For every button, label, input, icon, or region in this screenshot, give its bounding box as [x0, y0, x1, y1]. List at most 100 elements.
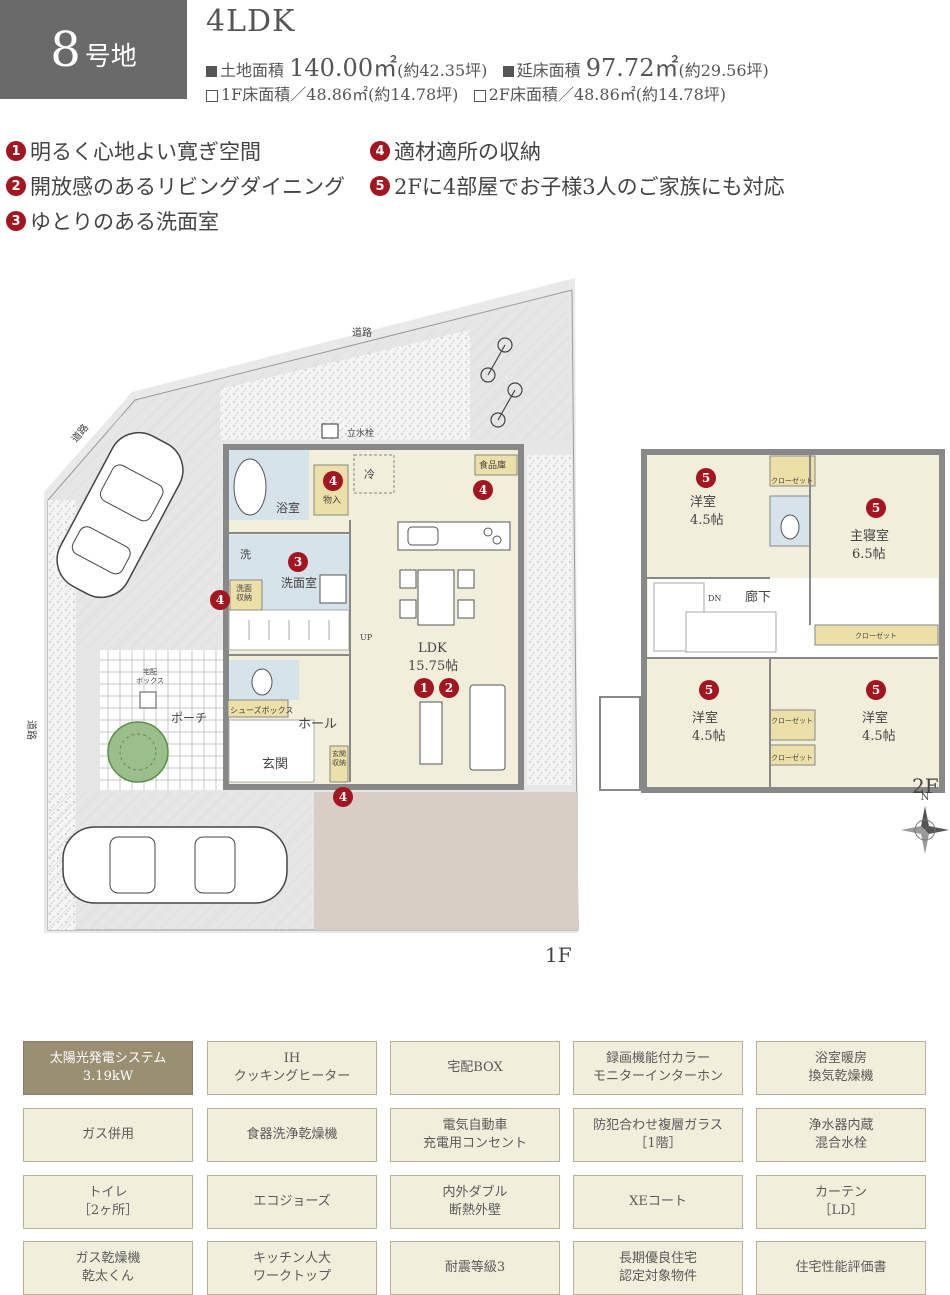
pantry-label: 食品庫 [479, 459, 506, 471]
marker-circle [866, 498, 886, 518]
entrance-label: 玄関 [262, 757, 288, 772]
marker-circle [439, 678, 459, 698]
equipment-item: エコジョーズ [207, 1175, 377, 1229]
master-label: 主寝室 [850, 528, 889, 544]
marker-circle [210, 590, 230, 610]
chair-icon [457, 599, 475, 619]
toilet-icon [251, 668, 273, 696]
washbasin-icon [319, 574, 347, 604]
dining-table [417, 569, 455, 626]
water-tap-label: 立水栓 [347, 427, 374, 439]
sink-icon [407, 526, 439, 546]
feature-number: 1 [6, 141, 26, 161]
delivery-box-label-box: 宅配 ボックス [136, 668, 164, 685]
room-nw-label: 洋室 [690, 494, 716, 510]
feature-number: 4 [370, 141, 390, 161]
feature-number: 5 [370, 176, 390, 196]
land-area-tsubo: (約42.35坪) [397, 61, 488, 80]
equipment-item: 食器洗浄乾燥機 [207, 1108, 377, 1162]
entrance-floor [228, 719, 315, 783]
compass-north-label: N [921, 792, 930, 803]
closet-nw [769, 455, 816, 487]
closet-master [814, 624, 939, 646]
room-se-label: 洋室 [862, 710, 888, 726]
floor2-area: 2F床面積／48.86㎡(約14.78坪) [488, 85, 727, 104]
closet-label-master: クローゼット [855, 631, 897, 640]
lot-number: 8 [50, 21, 81, 78]
marker-1: 1 [420, 681, 428, 695]
low-table [419, 701, 443, 765]
up-label: UP [360, 633, 373, 642]
marker-circle [473, 480, 493, 500]
feature-text: 2Fに4部屋でお子様3人のご家族にも対応 [394, 175, 785, 199]
ldk-size: 15.75帖 [408, 659, 458, 674]
porch-label: ポーチ [171, 711, 207, 725]
fridge-label: 冷 [364, 468, 375, 481]
feature-markers-2f: 5 5 5 5 [696, 468, 886, 700]
marker-4: 4 [339, 790, 347, 804]
bathtub-icon [233, 458, 267, 516]
equipment-item: 宅配BOX [390, 1041, 560, 1095]
feature-number: 3 [6, 211, 26, 231]
equipment-item: 住宅性能評価書 [756, 1241, 926, 1295]
floor1-area: 1F床面積／48.86㎡(約14.78坪) [221, 85, 459, 104]
marker-circle [866, 680, 886, 700]
equipment-item: XEコート [573, 1175, 743, 1229]
room-se-size: 4.5帖 [862, 729, 896, 744]
feature-text: ゆとりのある洗面室 [30, 210, 219, 234]
marker-5: 5 [872, 683, 880, 697]
feature-text: 明るく心地よい寛ぎ空間 [30, 140, 261, 164]
feature-text: 適材適所の収納 [394, 140, 541, 164]
closet-sw [769, 709, 816, 741]
plan-type: 4LDK [206, 4, 296, 39]
road-label-top: 道路 [352, 326, 372, 339]
lot-suffix: 号地 [84, 42, 137, 72]
car-icon [56, 431, 184, 599]
gravel-strip-right [527, 455, 572, 785]
room-nw-size: 4.5帖 [690, 513, 724, 528]
house-2f [599, 449, 945, 793]
marker-5: 5 [872, 501, 880, 515]
gravel-front [220, 330, 470, 440]
feature-markers-1f: 4 4 3 4 1 2 4 [210, 471, 493, 807]
entrance-storage [329, 745, 349, 783]
wash-storage [229, 579, 263, 611]
chair-icon [399, 599, 417, 619]
kitchen-counter [397, 521, 511, 551]
empty-square-icon [473, 89, 486, 102]
delivery-box-icon [139, 691, 157, 709]
bicycle-icon [480, 337, 523, 428]
room-sw-label: 洋室 [692, 710, 718, 726]
master-size: 6.5帖 [852, 547, 886, 562]
bath-label: 浴室 [276, 500, 300, 515]
washroom-label: 洗面室 [281, 575, 317, 590]
stove-icon [483, 527, 493, 537]
wash-storage-label-box: 洗面 収納 [236, 584, 252, 602]
fridge-space [353, 454, 395, 494]
chair-icon [399, 569, 417, 589]
equipment-item: トイレ ［2ヶ所］ [23, 1175, 193, 1229]
land-area-value: 140.00㎡ [289, 54, 398, 82]
lot-number-badge: 8 号地 [0, 0, 187, 99]
equipment-item: 耐震等級3 [390, 1241, 560, 1295]
marker-3: 3 [294, 555, 302, 569]
marker-4: 4 [216, 593, 224, 607]
equipment-item: ガス乾燥機 乾太くん [23, 1241, 193, 1295]
room-sw-size: 4.5帖 [692, 729, 726, 744]
marker-circle [696, 468, 716, 488]
equipment-item: 浴室暖房 換気乾燥機 [756, 1041, 926, 1095]
marker-4: 4 [329, 474, 337, 488]
equipment-item: 内外ダブル 断熱外壁 [390, 1175, 560, 1229]
area-summary: 土地面積 140.00㎡(約42.35坪) 延床面積 97.72㎡(約29.56… [206, 48, 769, 83]
tree-icon [107, 721, 169, 783]
closet-label-sw: クローゼット [771, 716, 813, 725]
equipment-item: 録画機能付カラー モニターインターホン [573, 1041, 743, 1095]
road-label-diagonal: 道路 [68, 421, 91, 445]
feature-text: 開放感のあるリビングダイニング [30, 175, 345, 199]
dn-label: DN [708, 594, 721, 603]
land-area-label: 土地面積 [220, 61, 285, 80]
equipment-item: IH クッキングヒーター [207, 1041, 377, 1095]
equipment-item: 浄水器内蔵 混合水栓 [756, 1108, 926, 1162]
